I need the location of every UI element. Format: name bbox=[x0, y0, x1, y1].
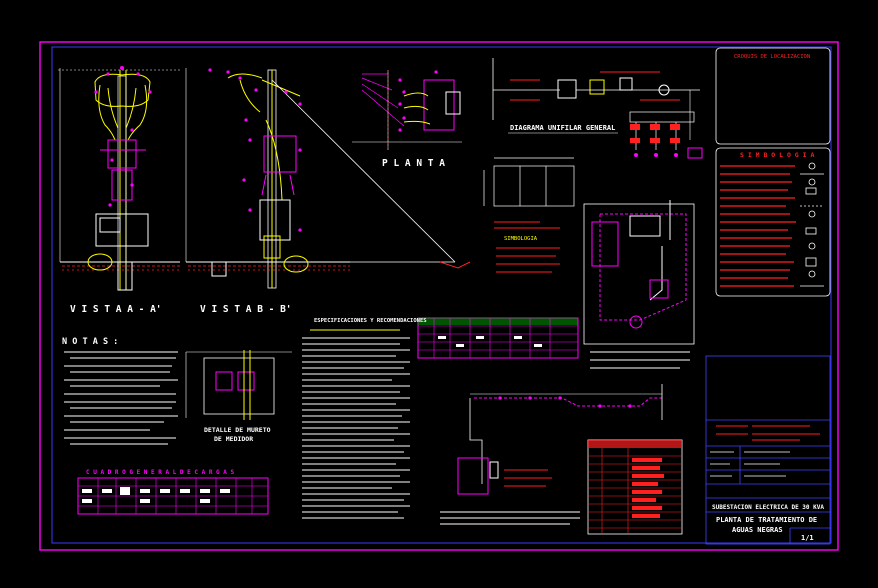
circuit-table bbox=[587, 439, 683, 535]
view-a-title: V I S T A A - A' bbox=[70, 304, 162, 315]
location-sketch-title: CROQUIS DE LOCALIZACION bbox=[734, 54, 810, 60]
single-line-diagram-title: DIAGRAMA UNIFILAR GENERAL bbox=[510, 124, 615, 132]
view-b-drawing bbox=[185, 68, 471, 289]
outer-border bbox=[39, 41, 839, 551]
general-load-title: C U A D R O G E N E R A L D E C A R G A … bbox=[86, 469, 234, 476]
sheet-number: 1/1 bbox=[801, 534, 814, 542]
project-title-line1: SUBESTACION ELECTRICA DE 30 KVA bbox=[712, 504, 824, 511]
notes-title: N O T A S : bbox=[62, 337, 118, 347]
project-title-line2: PLANTA DE TRATAMIENTO DE bbox=[716, 516, 817, 524]
view-b-title: V I S T A B - B' bbox=[200, 304, 292, 315]
notes-lines bbox=[64, 351, 178, 445]
meter-detail-subtitle: DE MEDIDOR bbox=[214, 435, 253, 443]
fence-detail bbox=[483, 157, 575, 207]
spec-lines bbox=[302, 329, 410, 519]
view-a-drawing bbox=[58, 66, 180, 291]
plan-title: P L A N T A bbox=[382, 158, 445, 169]
meter-detail-title: DETALLE DE MURETO bbox=[204, 426, 271, 434]
loads-table bbox=[417, 317, 579, 359]
route-plan bbox=[583, 200, 695, 345]
title-block bbox=[705, 355, 831, 545]
plan-drawing bbox=[352, 70, 462, 150]
distribution-route bbox=[457, 384, 663, 495]
meter-detail bbox=[185, 350, 292, 420]
small-legend-title: SIMBOLOGIA bbox=[504, 236, 538, 242]
location-sketch-box bbox=[715, 47, 831, 145]
spec-title: ESPECIFICACIONES Y RECOMENDACIONES bbox=[314, 318, 427, 324]
project-title-line3: AGUAS NEGRAS bbox=[732, 526, 783, 534]
legend-box bbox=[715, 147, 831, 297]
inner-border bbox=[51, 46, 832, 544]
general-load-table bbox=[77, 477, 269, 515]
single-line-diagram bbox=[492, 58, 703, 159]
legend-rows bbox=[720, 165, 796, 287]
legend-title: S I M B O L O G I A bbox=[740, 151, 814, 159]
legend-symbols bbox=[800, 162, 824, 287]
